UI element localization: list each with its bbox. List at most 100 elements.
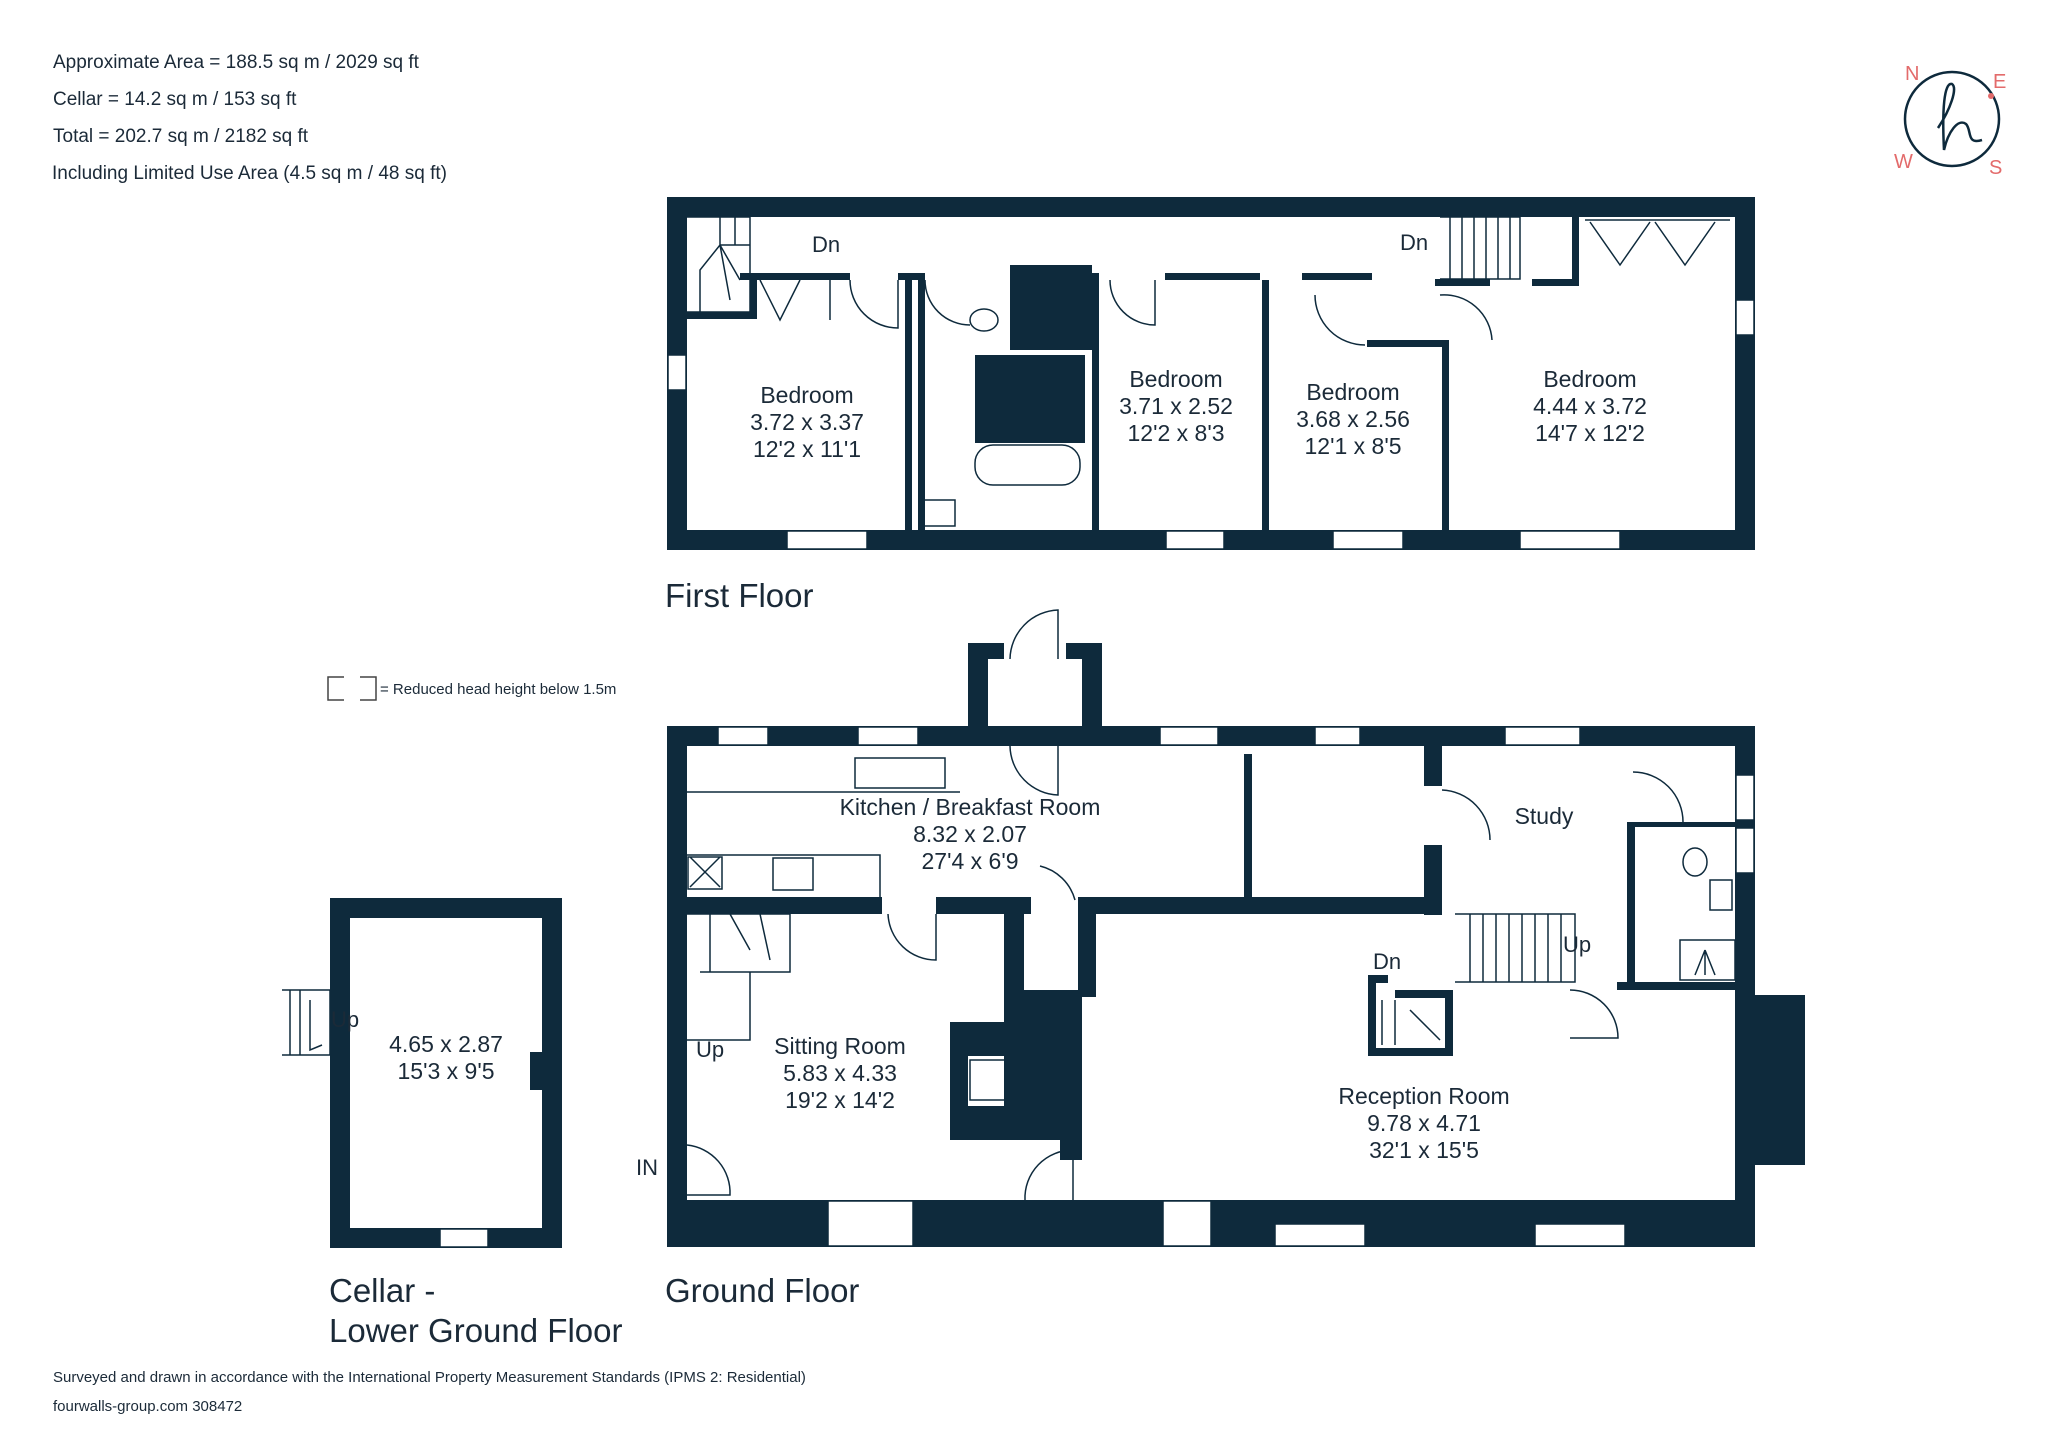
gf-porch-door-bottom (1009, 745, 1059, 796)
gf-porch-top-r (1066, 643, 1102, 659)
ff-partition-3 (1092, 273, 1099, 530)
toilet-icon (969, 308, 999, 332)
gf-closet-1 (1368, 975, 1376, 1055)
gf-wc-wall-2 (1617, 982, 1735, 990)
ff-door-2 (924, 279, 971, 326)
study-name: Study (1515, 803, 1574, 829)
ff-partition-2 (918, 273, 925, 530)
area-line-1: Approximate Area = 188.5 sq m / 2029 sq … (53, 52, 420, 73)
ff-door-4 (1314, 294, 1366, 346)
bed3-name: Bedroom (1306, 379, 1399, 405)
gf-closet-5 (1395, 990, 1453, 998)
ff-partition-6 (1367, 340, 1447, 347)
gf-basin-icon (1709, 879, 1733, 911)
basin-icon (919, 499, 956, 527)
ff-window-4 (1519, 530, 1621, 550)
first-floor-label: First Floor (665, 577, 814, 614)
compass-logo: N E S W (1894, 63, 2006, 179)
ff-stairs-left (687, 216, 751, 313)
sitting-metric: 5.83 x 4.33 (783, 1060, 897, 1086)
gf-toilet-icon (1682, 847, 1708, 877)
ff-cupboard (755, 277, 831, 322)
ff-window-2 (1165, 530, 1225, 550)
gf-closet-4 (1368, 975, 1388, 983)
ground-floor-details (686, 609, 1788, 1247)
bed4-imperial: 14'7 x 12'2 (1535, 420, 1645, 446)
cellar-imperial: 15'3 x 9'5 (397, 1058, 494, 1084)
cellar-window (439, 1228, 489, 1248)
reception-imperial: 32'1 x 15'5 (1369, 1137, 1479, 1163)
gf-hall-wall-2 (1078, 897, 1096, 997)
gf-window-9 (1534, 1223, 1626, 1247)
area-line-3: Total = 202.7 sq m / 2182 sq ft (53, 126, 309, 147)
gf-porch-left (968, 643, 988, 726)
fireplace-reception-icon (1761, 1059, 1788, 1096)
first-floor-details (667, 216, 1755, 550)
bed2-imperial: 12'2 x 8'3 (1127, 420, 1224, 446)
gf-door-5 (1569, 989, 1619, 1039)
cellar-details (282, 989, 489, 1248)
ff-door-1 (849, 279, 899, 329)
first-floor-labels: Dn Dn Bedroom 3.72 x 3.37 12'2 x 11'1 Be… (665, 230, 1647, 614)
gf-door-2 (1441, 789, 1491, 841)
wardrobe-icon (1585, 219, 1730, 267)
ground-floor-labels: Kitchen / Breakfast Room 8.32 x 2.07 27'… (636, 794, 1591, 1309)
compass-e: E (1993, 71, 2006, 93)
footer-line-2: fourwalls-group.com 308472 (53, 1398, 242, 1415)
ff-chimney-2 (975, 355, 1085, 443)
bed3-imperial: 12'1 x 8'5 (1304, 433, 1401, 459)
gf-window-3 (1159, 726, 1219, 746)
compass-n: N (1905, 63, 1919, 85)
gf-stairs-cellar (1381, 1000, 1441, 1045)
gf-partition-k2 (1424, 746, 1442, 786)
appliance-icon (687, 856, 723, 890)
hearth-reception (1744, 1014, 1758, 1141)
gf-stairs-sitting (687, 913, 791, 1041)
ff-door-3 (1109, 279, 1156, 326)
bed3-metric: 3.68 x 2.56 (1296, 406, 1410, 432)
ff-corridor-wall-4 (1302, 273, 1372, 280)
ff-corridor-wall-5 (1435, 279, 1490, 286)
gf-window-6 (827, 1200, 914, 1247)
ff-chimney-1 (1010, 265, 1092, 350)
gf-up-1: Up (696, 1037, 724, 1062)
cellar-labels: Up 4.65 x 2.87 15'3 x 9'5 Cellar - Lower… (329, 1007, 622, 1349)
bed2-name: Bedroom (1129, 366, 1222, 392)
gf-porch-top-l (968, 643, 1004, 659)
gf-porch-door-top (1009, 609, 1059, 660)
ground-floor-plan (667, 643, 1805, 1247)
reception-metric: 9.78 x 4.71 (1367, 1110, 1481, 1136)
gf-up-2: Up (1563, 932, 1591, 957)
cellar-label-1: Cellar - (329, 1272, 435, 1309)
ff-window-1 (786, 530, 868, 550)
gf-hall-wall-1 (1004, 897, 1024, 997)
area-line-2: Cellar = 14.2 sq m / 153 sq ft (53, 89, 297, 110)
gf-window-10 (1735, 774, 1755, 821)
gf-chimney-l3 (950, 1022, 968, 1140)
gf-closet-3 (1368, 1048, 1453, 1056)
entrance-label: IN (636, 1155, 658, 1180)
compass-w: W (1894, 151, 1913, 173)
gf-porch-right (1082, 643, 1102, 726)
sitting-imperial: 19'2 x 14'2 (785, 1087, 895, 1113)
ff-window-3 (1332, 530, 1404, 550)
ff-window-6 (1735, 299, 1755, 336)
gf-partition-k3 (1424, 845, 1442, 915)
ff-window-5 (667, 354, 687, 391)
ff-dn-1: Dn (812, 232, 840, 257)
kitchen-metric: 8.32 x 2.07 (913, 821, 1027, 847)
footer: Surveyed and drawn in accordance with th… (53, 1369, 806, 1415)
ff-partition-4 (1262, 280, 1269, 530)
ff-door-5 (1439, 294, 1493, 341)
bath-icon (974, 444, 1081, 486)
gf-stairs-main (1455, 913, 1576, 983)
compass-dot (1988, 93, 1994, 99)
ff-stairs-right (1440, 216, 1521, 280)
gf-window-5 (1504, 726, 1581, 746)
bed1-imperial: 12'2 x 11'1 (753, 436, 861, 462)
gf-window-8 (1274, 1223, 1366, 1247)
gf-wall-seg (1214, 1200, 1279, 1220)
legend: = Reduced head height below 1.5m (327, 676, 616, 701)
kitchen-imperial: 27'4 x 6'9 (921, 848, 1018, 874)
